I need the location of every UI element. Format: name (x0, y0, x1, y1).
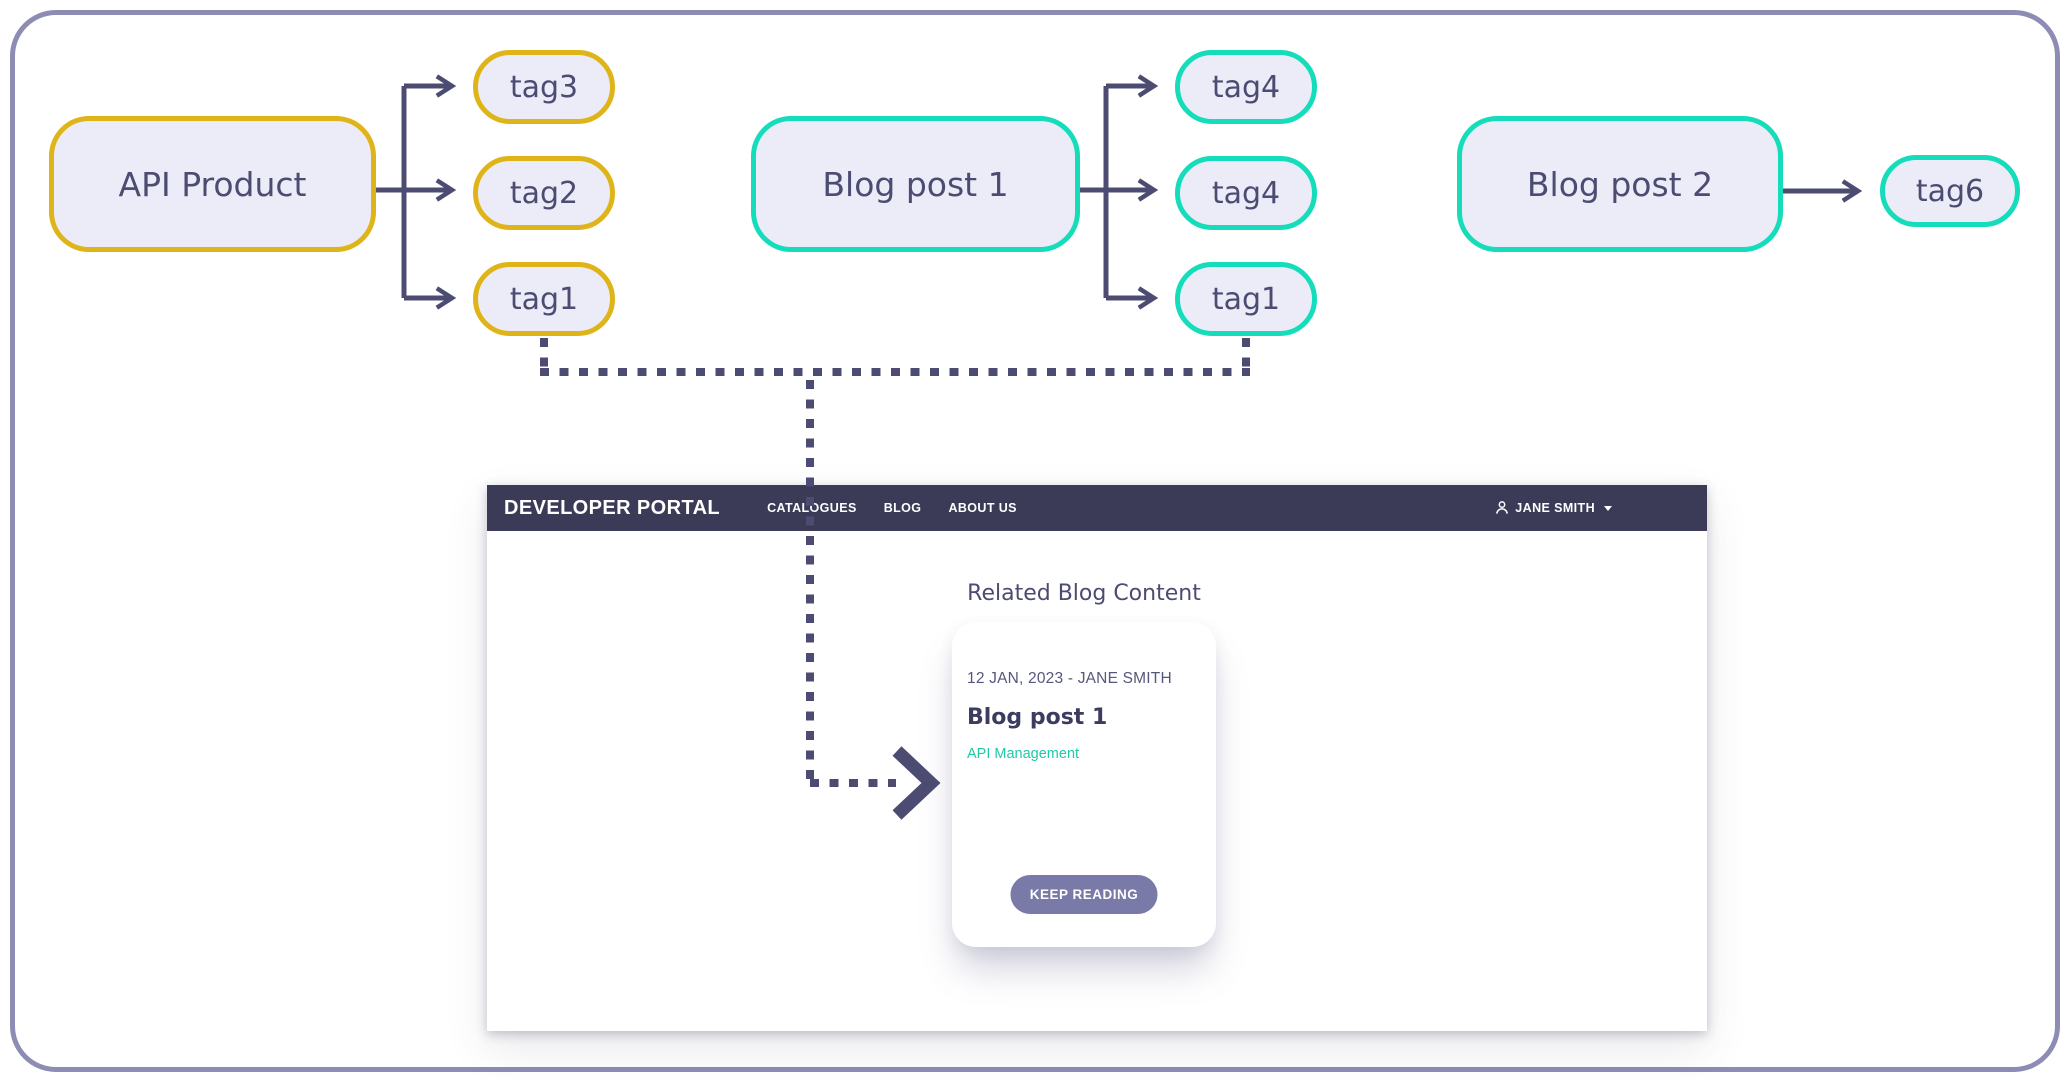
tag-label: tag2 (509, 175, 579, 211)
user-name: JANE SMITH (1515, 501, 1595, 515)
node-blog-post-2: Blog post 2 (1457, 116, 1783, 252)
section-heading: Related Blog Content (967, 581, 1201, 606)
node-label: Blog post 1 (822, 164, 1009, 204)
tag-label: tag3 (509, 69, 579, 105)
tag-label: tag6 (1915, 173, 1985, 209)
user-menu[interactable]: JANE SMITH (1494, 500, 1612, 516)
nav-link-about-us[interactable]: ABOUT US (948, 501, 1017, 515)
blog-card-meta: 12 JAN, 2023 - JANE SMITH (967, 670, 1172, 687)
node-api-product: API Product (49, 116, 376, 252)
tag-label: tag4 (1211, 69, 1281, 105)
blog-card-category-link[interactable]: API Management (967, 746, 1080, 762)
tag-label: tag1 (1211, 281, 1281, 317)
nav-link-blog[interactable]: BLOG (883, 501, 922, 515)
tag-pill: tag6 (1880, 155, 2020, 227)
blog-card: 12 JAN, 2023 - JANE SMITH Blog post 1 AP… (952, 622, 1216, 947)
tag-pill: tag4 (1175, 156, 1317, 230)
tag-pill: tag4 (1175, 50, 1317, 124)
nav-link-catalogues[interactable]: CATALOGUES (767, 501, 857, 515)
chevron-down-icon (1604, 505, 1612, 511)
tag-label: tag1 (509, 281, 579, 317)
tag-pill: tag3 (473, 50, 615, 124)
portal-brand[interactable]: DEVELOPER PORTAL (504, 496, 721, 519)
tag-pill: tag1 (1175, 262, 1317, 336)
keep-reading-button[interactable]: KEEP READING (1010, 875, 1158, 914)
node-label: API Product (118, 164, 307, 204)
user-icon (1496, 501, 1509, 514)
tag-pill: tag2 (473, 156, 615, 230)
tag-label: tag4 (1211, 175, 1281, 211)
blog-card-title: Blog post 1 (967, 705, 1108, 730)
tag-pill: tag1 (473, 262, 615, 336)
node-label: Blog post 2 (1526, 164, 1714, 204)
developer-portal-mockup: DEVELOPER PORTAL CATALOGUES BLOG ABOUT U… (487, 485, 1707, 1031)
portal-nav-links: CATALOGUES BLOG ABOUT US (767, 501, 1017, 515)
node-blog-post-1: Blog post 1 (751, 116, 1080, 252)
related-blog-section: Related Blog Content 12 JAN, 2023 - JANE… (952, 581, 1216, 947)
portal-navbar: DEVELOPER PORTAL CATALOGUES BLOG ABOUT U… (487, 485, 1707, 531)
